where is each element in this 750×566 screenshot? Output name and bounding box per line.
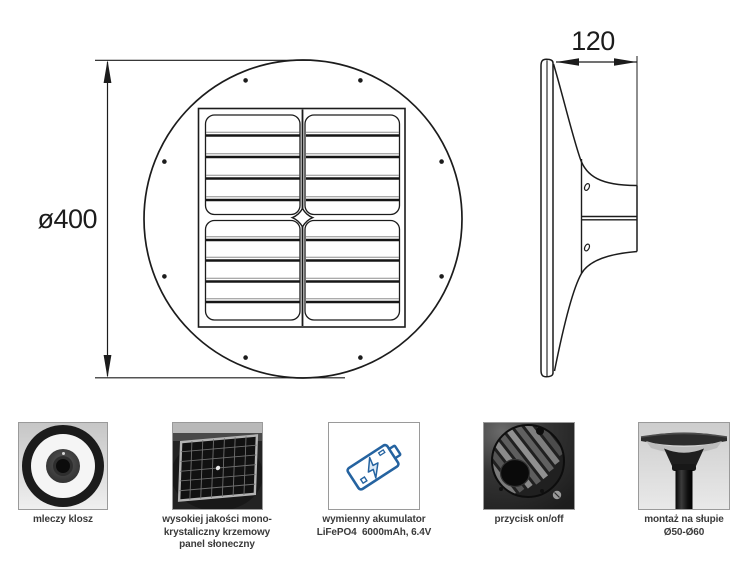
lamp-head-rim (640, 432, 728, 438)
panel-centre-diamond (290, 207, 315, 229)
on-off-button-illustration (484, 423, 574, 509)
technical-drawing: ø400 (37, 26, 638, 379)
width-dimension: 120 (556, 26, 637, 66)
lamp-head-top (641, 432, 727, 446)
pole (675, 470, 693, 509)
side-view-drawing: 120 (540, 26, 638, 378)
diffuser-hub-core (56, 459, 70, 473)
width-label: 120 (571, 26, 615, 56)
feature-caption-battery: wymienny akumulator LiFePO4 6000mAh, 6.4… (316, 514, 432, 538)
feature-caption-milky-diffuser: mleczy klosz (33, 514, 93, 525)
feature-photo-on-off-button (483, 422, 575, 510)
diameter-dimension: ø400 (37, 59, 345, 379)
side-screw-holes (583, 183, 591, 252)
lightning-bolt (367, 456, 379, 479)
pole-collar (672, 464, 696, 471)
pole-mount-illustration (639, 423, 729, 509)
top-view-drawing: ø400 (37, 59, 463, 379)
feature-photo-solar-panel (172, 422, 263, 510)
housing-bottom-curve (553, 250, 638, 372)
feature-photo-pole-mount (638, 422, 730, 510)
diffuser-highlight (62, 452, 65, 455)
solar-cell-blocks (204, 114, 401, 321)
mount-joint-lines (581, 215, 637, 221)
cell-dividers (206, 131, 399, 304)
feature-caption-on-off-button: przycisk on/off (494, 514, 564, 525)
feature-caption-pole-mount: montaż na słupie Ø50-Ø60 (644, 514, 724, 538)
feature-icon-battery (328, 422, 420, 510)
power-button (499, 458, 531, 488)
lamp-cone (664, 448, 704, 466)
solar-panel-frame (197, 107, 406, 328)
lens-profile (540, 58, 554, 378)
housing-top-curve (552, 63, 638, 187)
feature-caption-solar-panel: wysokiej jakości mono- krystaliczny krze… (162, 514, 272, 550)
solar-panel-illustration (173, 423, 262, 509)
battery-icon (346, 443, 402, 491)
feature-photo-milky-diffuser (18, 422, 108, 510)
diameter-label: ø400 (37, 204, 97, 234)
screw-holes (162, 78, 444, 360)
